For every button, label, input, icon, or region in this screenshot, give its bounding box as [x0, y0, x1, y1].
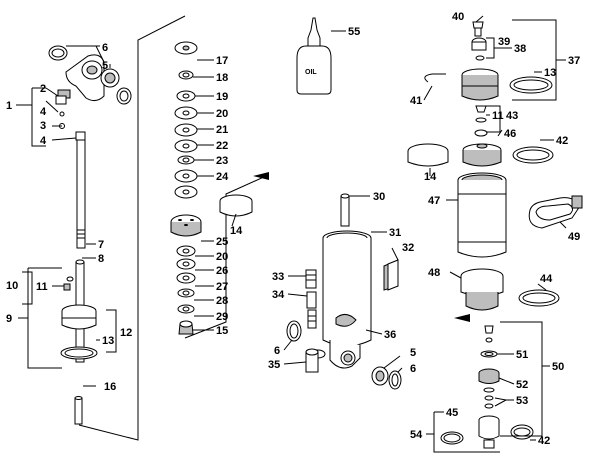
- callout-19: 19: [216, 91, 228, 103]
- callout-42-lower: 42: [538, 435, 550, 447]
- callout-32: 32: [402, 242, 414, 254]
- callout-31: 31: [389, 227, 401, 239]
- callout-54: 54: [410, 429, 423, 441]
- reference-markers: [253, 172, 470, 322]
- callout-42-upper: 42: [556, 135, 568, 147]
- oil-bottle: OIL: [296, 17, 332, 95]
- callout-22: 22: [216, 140, 228, 152]
- callout-5-body: 5: [410, 347, 416, 359]
- piston-assembly: [60, 259, 98, 425]
- callout-41: 41: [410, 95, 422, 107]
- callout-3: 3: [40, 120, 46, 132]
- hose-fittings: [286, 269, 402, 390]
- callout-8: 8: [98, 253, 104, 265]
- reservoir-clamp: [528, 195, 583, 229]
- callout-4-lower: 4: [40, 135, 47, 147]
- callout-20-lower: 20: [216, 251, 228, 263]
- callout-23: 23: [216, 155, 228, 167]
- callout-4-upper: 4: [40, 106, 47, 118]
- callout-43: 43: [506, 110, 518, 122]
- callout-16: 16: [104, 381, 116, 393]
- callout-11-piston: 11: [36, 281, 48, 293]
- compression-adjuster-assembly: [440, 325, 534, 449]
- callout-6-body: 6: [410, 363, 416, 375]
- callout-6-fitting: 6: [274, 345, 280, 357]
- callout-34: 34: [272, 289, 285, 301]
- callout-5-eyelet: 5: [102, 60, 108, 72]
- callout-36: 36: [384, 329, 396, 341]
- callout-37: 37: [568, 55, 580, 67]
- callout-30: 30: [373, 191, 385, 203]
- callout-2: 2: [40, 83, 46, 95]
- callout-50: 50: [552, 361, 564, 373]
- callout-17: 17: [216, 55, 228, 67]
- eyelet-assembly: [48, 45, 132, 129]
- callout-14-reservoir: 14: [424, 171, 437, 183]
- callout-33: 33: [272, 271, 284, 283]
- callout-44: 44: [540, 273, 553, 285]
- callout-18: 18: [216, 72, 228, 84]
- callout-labels: 1 2 3 4 4 5 5 6 6 6 7 8 9 10 11 11 12 13…: [6, 11, 580, 447]
- callout-12: 12: [120, 327, 132, 339]
- callout-21: 21: [216, 124, 228, 136]
- callout-25: 25: [216, 236, 228, 248]
- callout-24: 24: [216, 171, 229, 183]
- reservoir-body: [457, 172, 507, 258]
- callout-52: 52: [516, 379, 528, 391]
- callout-14-stack: 14: [230, 225, 243, 237]
- shaft: [75, 131, 86, 249]
- callout-28: 28: [216, 295, 228, 307]
- callout-20-upper: 20: [216, 108, 228, 120]
- callout-13-reservoir: 13: [544, 67, 556, 79]
- callout-45: 45: [446, 407, 458, 419]
- callout-49: 49: [568, 231, 580, 243]
- callout-11-reservoir: 11: [492, 110, 504, 122]
- callout-40: 40: [452, 11, 464, 23]
- callout-6-eyelet: 6: [102, 42, 108, 54]
- callout-26: 26: [216, 265, 228, 277]
- callout-47: 47: [428, 195, 440, 207]
- callout-9: 9: [6, 313, 12, 325]
- callout-10: 10: [6, 280, 18, 292]
- callout-29: 29: [216, 311, 228, 323]
- oil-bottle-label: OIL: [305, 69, 317, 76]
- reservoir-piston-assembly: [407, 105, 554, 167]
- callout-13-piston: 13: [102, 335, 114, 347]
- callout-46: 46: [504, 128, 516, 140]
- callout-15: 15: [216, 325, 228, 337]
- callout-39: 39: [498, 36, 510, 48]
- callout-48: 48: [428, 267, 440, 279]
- callout-27: 27: [216, 281, 228, 293]
- callout-35: 35: [268, 359, 280, 371]
- leader-lines: [16, 15, 567, 453]
- shock-body: [310, 193, 399, 369]
- reservoir-cap-assembly: [424, 21, 553, 101]
- callout-7: 7: [98, 239, 104, 251]
- callout-1: 1: [6, 100, 12, 112]
- reservoir-end-cap: [460, 268, 560, 311]
- callout-53: 53: [516, 395, 528, 407]
- callout-51: 51: [516, 349, 528, 361]
- callout-55: 55: [348, 26, 360, 38]
- callout-38: 38: [514, 43, 526, 55]
